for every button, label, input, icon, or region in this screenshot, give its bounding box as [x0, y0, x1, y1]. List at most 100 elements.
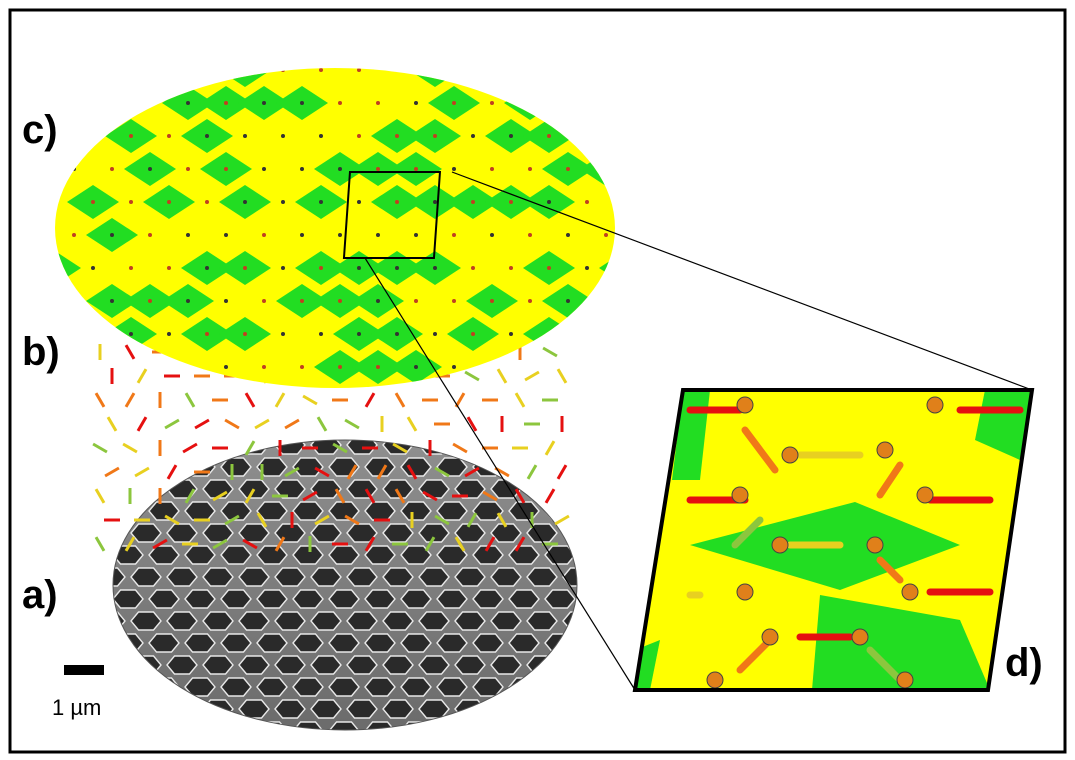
- hexagon-cell: [113, 677, 144, 697]
- hexagon-cell: [382, 655, 414, 675]
- spin-arrow: [224, 514, 240, 526]
- tile-dot: [585, 200, 589, 204]
- tile-dot: [167, 332, 171, 336]
- spin-arrow: [184, 392, 196, 408]
- spin-arrow: [556, 464, 568, 480]
- spin-arrow: [556, 368, 568, 384]
- spin-arrow: [134, 466, 150, 478]
- hexagon-cell: [202, 523, 234, 543]
- tile-dot: [623, 200, 627, 204]
- hexagon-cell: [436, 501, 468, 521]
- tile-dot: [224, 101, 228, 105]
- tile-dot: [224, 299, 228, 303]
- tile-dot: [452, 167, 456, 171]
- zoom-arrow: [876, 556, 904, 584]
- tile-dot: [91, 266, 95, 270]
- hexagon-cell: [184, 589, 216, 609]
- hexagon-cell: [382, 611, 414, 631]
- spin-arrow: [284, 418, 300, 430]
- tile-dot: [642, 101, 646, 105]
- tile-dot: [72, 167, 76, 171]
- tile-dot: [547, 68, 551, 72]
- tile-dot: [357, 134, 361, 138]
- hexagon-cell: [562, 655, 577, 675]
- tile-dot: [490, 299, 494, 303]
- hexagon-cell: [472, 677, 504, 697]
- hexagon-cell: [544, 633, 576, 653]
- zoom-ball: [771, 536, 789, 554]
- hexagon-cell: [508, 633, 540, 653]
- zoom-ball: [736, 396, 754, 414]
- spin-arrow: [454, 536, 466, 552]
- tile-dot: [91, 134, 95, 138]
- hexagon-cell: [400, 501, 432, 521]
- tile-dot: [566, 101, 570, 105]
- hexagon-cell: [472, 457, 504, 477]
- tile-dot: [433, 266, 437, 270]
- tile-dot: [319, 134, 323, 138]
- tile-dot: [338, 233, 342, 237]
- tile-dot: [281, 134, 285, 138]
- tile-dot: [148, 233, 152, 237]
- spin-arrow: [394, 392, 406, 408]
- spin-arrow: [244, 488, 256, 504]
- zoom-frame: [632, 388, 1035, 692]
- tile-dot: [528, 101, 532, 105]
- tile-dot: [509, 200, 513, 204]
- hexagon-cell: [418, 567, 450, 587]
- spin-arrow: [544, 488, 556, 504]
- tile-dot: [623, 134, 627, 138]
- tile-dot: [528, 233, 532, 237]
- tile-dot: [167, 68, 171, 72]
- hexagon-cell: [166, 699, 198, 719]
- spin-arrow: [496, 512, 508, 528]
- hexagon-cell: [382, 567, 414, 587]
- spin-arrow: [284, 466, 300, 478]
- spin-arrow: [406, 464, 418, 480]
- spin-arrow: [554, 514, 570, 526]
- tile-dot: [528, 365, 532, 369]
- tile-dot: [338, 101, 342, 105]
- spin-arrow: [332, 442, 348, 454]
- tile-dot: [471, 200, 475, 204]
- zoom-ball: [926, 396, 944, 414]
- hexagon-cell: [490, 440, 522, 455]
- zoom-ball: [866, 536, 884, 554]
- panel-a-sem-image: [112, 439, 578, 731]
- label-c: c): [22, 108, 58, 152]
- tile-dot: [338, 167, 342, 171]
- tile-dot: [395, 266, 399, 270]
- hexagon-cell: [364, 457, 396, 477]
- spin-arrow: [242, 538, 258, 550]
- hexagon-cell: [490, 567, 522, 587]
- tile-dot: [186, 299, 190, 303]
- hexagon-cell: [220, 545, 252, 565]
- tile-dot: [72, 299, 76, 303]
- tile-dot: [338, 365, 342, 369]
- tile-dot: [357, 266, 361, 270]
- hexagon-cell: [454, 479, 486, 499]
- hexagon-cell: [238, 611, 270, 631]
- label-d: d): [1005, 641, 1043, 685]
- hexagon-cell: [382, 699, 414, 719]
- tile-dot: [547, 266, 551, 270]
- spin-arrow: [152, 538, 168, 550]
- tile-dot: [490, 233, 494, 237]
- hexagon-cell: [292, 589, 324, 609]
- tile-dot: [566, 167, 570, 171]
- hexagon-cell: [274, 655, 306, 675]
- hexagon-cell: [508, 589, 540, 609]
- tile-dot: [414, 167, 418, 171]
- hexagon-cell: [202, 567, 234, 587]
- tile-dot: [224, 365, 228, 369]
- hexagon-cell: [113, 589, 144, 609]
- spin-arrow: [364, 392, 376, 408]
- spin-arrow: [194, 418, 210, 430]
- tile-dot: [357, 200, 361, 204]
- tile-dot: [547, 332, 551, 336]
- spin-arrow: [302, 394, 318, 406]
- tile-dot: [376, 365, 380, 369]
- green-tile: [599, 119, 615, 153]
- tile-dot: [129, 134, 133, 138]
- spin-arrow: [212, 490, 228, 502]
